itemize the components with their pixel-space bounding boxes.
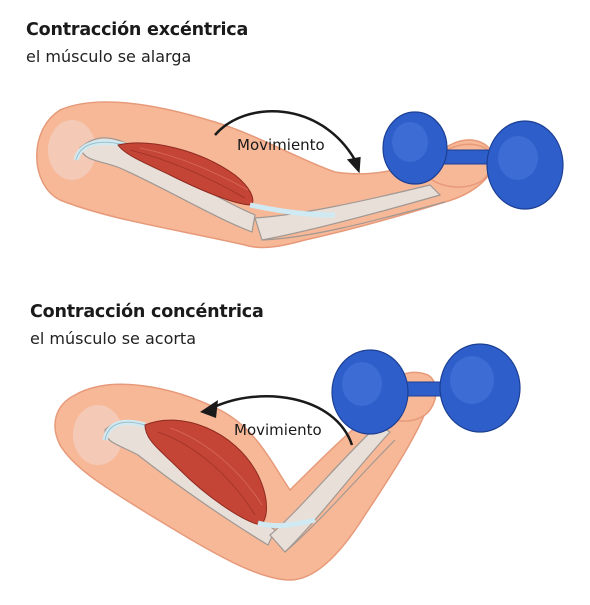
eccentric-title: Contracción excéntrica xyxy=(26,20,249,40)
eccentric-lower-tendon xyxy=(249,202,336,218)
concentric-subtitle: el músculo se acorta xyxy=(30,329,197,348)
eccentric-shoulder-joint xyxy=(48,120,96,180)
eccentric-subtitle: el músculo se alarga xyxy=(26,47,192,66)
eccentric-dumbbell xyxy=(382,111,564,210)
concentric-arm-illustration xyxy=(54,343,521,581)
eccentric-arm-illustration xyxy=(36,101,564,249)
concentric-shoulder-joint xyxy=(73,405,123,465)
eccentric-movement-label: Movimiento xyxy=(237,136,325,154)
concentric-lower-tendon xyxy=(257,517,316,529)
concentric-movement-label: Movimiento xyxy=(234,421,322,439)
concentric-forearm-bones xyxy=(269,424,391,553)
concentric-dumbbell xyxy=(331,343,521,435)
concentric-movement-arrow xyxy=(211,395,354,446)
eccentric-movement-arrow xyxy=(214,110,357,161)
concentric-title: Contracción concéntrica xyxy=(30,302,264,322)
